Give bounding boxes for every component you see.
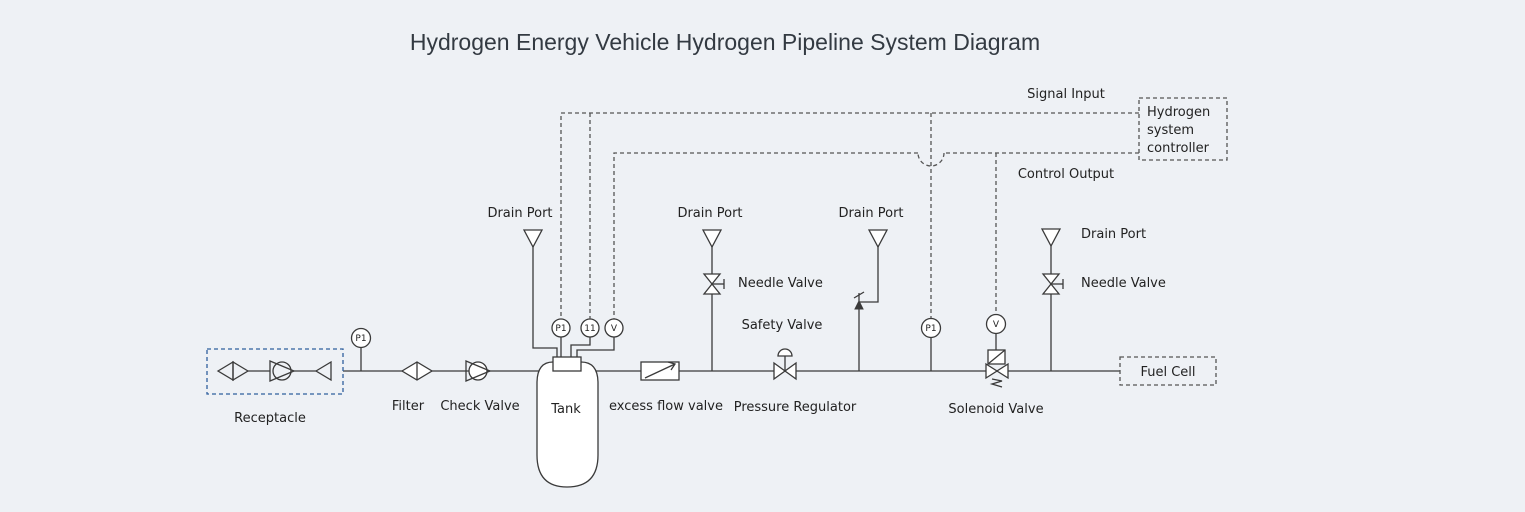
controller-label-line1: Hydrogen	[1147, 105, 1210, 120]
drain-port-tank: Drain Port	[487, 206, 553, 249]
drain-port-3-icon	[867, 229, 889, 249]
receptacle-connector-icon	[216, 360, 250, 382]
drain-port-tank-label: Drain Port	[487, 206, 552, 221]
controller-label-line2: system	[1147, 123, 1194, 138]
drain-port-4-label: Drain Port	[1081, 227, 1146, 242]
controller-label-line3: controller	[1147, 141, 1210, 156]
controller: Hydrogen system controller	[1138, 97, 1228, 161]
excess-flow-valve-label: excess flow valve	[609, 399, 723, 414]
safety-valve-label: Safety Valve	[742, 318, 823, 333]
fuel-cell: Fuel Cell	[1119, 356, 1217, 386]
pressure-gauge-receptacle-label: P1	[355, 334, 366, 344]
needle-valve-branch-1: Drain Port Needle Valve	[677, 206, 823, 371]
tank-label: Tank	[550, 402, 581, 417]
safety-valve-branch: Drain Port	[838, 206, 904, 371]
control-output-label: Control Output	[1018, 167, 1114, 182]
receptacle: Receptacle	[206, 348, 344, 426]
pressure-regulator: Pressure Regulator	[734, 348, 857, 415]
pressure-gauge-receptacle: P1	[350, 327, 372, 371]
needle-valve-2-label: Needle Valve	[1081, 276, 1166, 291]
signal-input-label: Signal Input	[1027, 87, 1105, 102]
diagram-title: Hydrogen Energy Vehicle Hydrogen Pipelin…	[409, 29, 1041, 55]
filter: Filter	[392, 361, 434, 414]
tank-valve-indicator: V	[604, 318, 624, 338]
receptacle-label: Receptacle	[234, 411, 306, 426]
receptacle-nozzle-icon	[314, 360, 332, 382]
solenoid-valve: V Solenoid Valve	[948, 313, 1044, 417]
tank-valve-indicator-label: V	[611, 324, 618, 334]
check-valve-label: Check Valve	[440, 399, 519, 414]
pressure-regulator-label: Pressure Regulator	[734, 400, 857, 415]
drain-port-3-label: Drain Port	[838, 206, 903, 221]
solenoid-valve-indicator-label: V	[993, 320, 1000, 330]
tank-connections	[532, 246, 615, 357]
solenoid-valve-label: Solenoid Valve	[948, 402, 1043, 417]
line-pressure-gauge: P1	[920, 317, 942, 371]
filter-label: Filter	[392, 399, 425, 414]
excess-flow-valve: excess flow valve	[609, 361, 723, 414]
drain-port-2-label: Drain Port	[677, 206, 742, 221]
control-output-lines: Control Output	[613, 152, 1139, 319]
needle-valve-branch-2: Drain Port Needle Valve	[1040, 227, 1166, 371]
needle-valve-1-label: Needle Valve	[738, 276, 823, 291]
drain-port-2-icon	[701, 229, 723, 249]
safety-valve-icon	[853, 291, 865, 310]
line-pressure-gauge-label: P1	[925, 324, 936, 334]
tank-temperature-sensor: 11	[580, 318, 600, 338]
receptacle-check-icon	[269, 360, 296, 382]
tank-pressure-gauge: P1	[551, 318, 571, 338]
needle-valve-1-icon	[702, 273, 725, 295]
needle-valve-2-icon	[1041, 273, 1064, 295]
drain-port-4-icon	[1040, 228, 1062, 248]
fuel-cell-label: Fuel Cell	[1140, 365, 1195, 380]
drain-port-tank-icon	[522, 229, 544, 249]
tank-pressure-gauge-label: P1	[555, 324, 566, 334]
tank-temperature-sensor-label: 11	[584, 324, 595, 334]
check-valve: Check Valve	[440, 360, 520, 414]
tank: Tank	[536, 356, 599, 488]
signal-input-lines: Signal Input	[560, 87, 1139, 319]
